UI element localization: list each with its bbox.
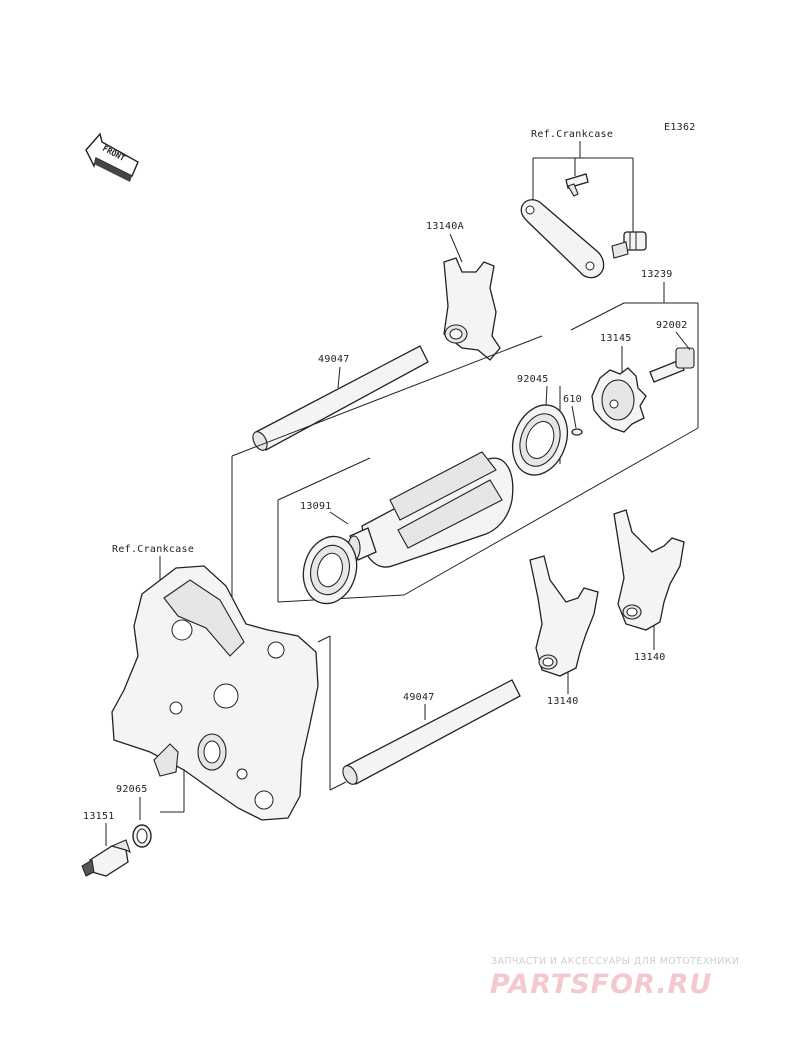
callout-leader-crankcase-link xyxy=(231,335,543,610)
callout-49047-lower: 49047 xyxy=(403,692,435,703)
crankcase-section xyxy=(111,565,319,821)
callout-leader-92002 xyxy=(675,331,691,351)
bolt-top-small xyxy=(565,173,589,197)
callout-92045: 92045 xyxy=(517,374,549,385)
callout-13151: 13151 xyxy=(83,811,115,822)
shift-fork-right xyxy=(613,509,685,631)
callout-13140-right: 13140 xyxy=(634,652,666,663)
callout-leader-92045 xyxy=(545,385,548,407)
bolt-top-flanged xyxy=(611,231,647,259)
watermark-brand: PARTSFOR.RU xyxy=(490,969,712,1000)
diagram-id: E1362 xyxy=(664,122,696,133)
callout-13239: 13239 xyxy=(641,269,673,280)
shift-drum xyxy=(347,451,514,568)
neutral-switch xyxy=(81,839,131,877)
callout-13140A: 13140A xyxy=(426,221,464,232)
watermark-subtitle: ЗАПЧАСТИ И АКСЕССУАРЫ ДЛЯ МОТОТЕХНИКИ xyxy=(491,956,739,967)
callout-13140-mid: 13140 xyxy=(547,696,579,707)
bearing-left xyxy=(302,535,358,605)
callout-ref-crankcase-left: Ref.Crankcase xyxy=(112,544,194,555)
front-arrow-icon: FRONT xyxy=(85,132,139,182)
callout-leader-13140A xyxy=(449,233,463,263)
watermark: ЗАПЧАСТИ И АКСЕССУАРЫ ДЛЯ МОТОТЕХНИКИ PA… xyxy=(490,956,739,1000)
callout-leader-ref-crankcase-top xyxy=(532,141,634,232)
callout-leader-92065 xyxy=(139,770,185,820)
dowel-pin xyxy=(571,428,583,436)
callout-leader-610 xyxy=(571,405,577,429)
gasket-washer xyxy=(132,824,152,848)
callout-92002: 92002 xyxy=(656,320,688,331)
shift-drum-stopper-plate xyxy=(520,199,605,279)
callout-leader-crankcase-right xyxy=(317,635,347,791)
shift-rod-lower xyxy=(342,679,521,785)
bearing-right xyxy=(511,404,569,476)
callout-leader-13091 xyxy=(329,511,349,525)
callout-leader-49047-upper xyxy=(337,366,341,389)
shift-fork-13140A xyxy=(443,257,501,361)
cam-bolt xyxy=(649,347,695,383)
callout-13091: 13091 xyxy=(300,501,332,512)
shift-drum-cam xyxy=(591,367,647,433)
callout-49047-upper: 49047 xyxy=(318,354,350,365)
callout-92065: 92065 xyxy=(116,784,148,795)
callout-610: 610 xyxy=(563,394,582,405)
shift-fork-middle xyxy=(529,555,599,677)
callout-13145: 13145 xyxy=(600,333,632,344)
callout-ref-crankcase-top: Ref.Crankcase xyxy=(531,129,613,140)
